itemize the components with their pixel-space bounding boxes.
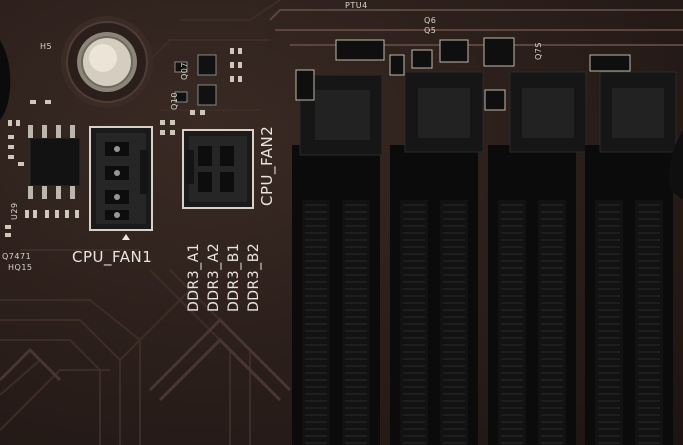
cpu-fan1-header xyxy=(89,126,153,240)
label-u29: U29 xyxy=(10,202,19,220)
label-q7471: Q7471 xyxy=(2,252,32,261)
mounting-hole-h5 xyxy=(61,16,153,108)
label-hq15: HQ15 xyxy=(8,263,33,272)
label-ddr3-b2: DDR3_B2 xyxy=(246,242,262,312)
label-h5: H5 xyxy=(40,42,53,51)
cpu-fan2-header xyxy=(182,129,254,209)
label-cpu-fan1: CPU_FAN1 xyxy=(72,248,153,266)
dimm-slot-b1 xyxy=(488,71,587,445)
dimm-slot-a1 xyxy=(292,74,383,445)
label-q10: Q10 xyxy=(170,92,179,110)
pcb-outline-traces xyxy=(269,9,683,46)
ddr3-slots xyxy=(292,71,677,445)
label-ddr3-b1: DDR3_B1 xyxy=(226,242,242,312)
chip-u29 xyxy=(28,125,81,199)
right-edge-component xyxy=(668,130,683,200)
label-ptu4: PTU4 xyxy=(345,1,368,10)
smd-components-left xyxy=(5,48,242,237)
mosfet-cluster xyxy=(174,54,217,106)
label-q5: Q5 xyxy=(424,26,437,35)
label-ddr3-a1: DDR3_A1 xyxy=(186,242,202,312)
label-ddr3-a2: DDR3_A2 xyxy=(206,242,222,312)
label-q07: Q07 xyxy=(180,62,189,80)
label-cpu-fan2: CPU_FAN2 xyxy=(258,125,276,206)
pcb-diamond-traces xyxy=(0,317,292,402)
dimm-slot-a2 xyxy=(390,71,484,445)
dimm-slot-b2 xyxy=(585,71,677,445)
left-edge-component xyxy=(0,40,11,120)
label-q7s: Q7S xyxy=(534,42,543,60)
label-q6: Q6 xyxy=(424,16,437,25)
slot-top-smd xyxy=(295,37,631,111)
